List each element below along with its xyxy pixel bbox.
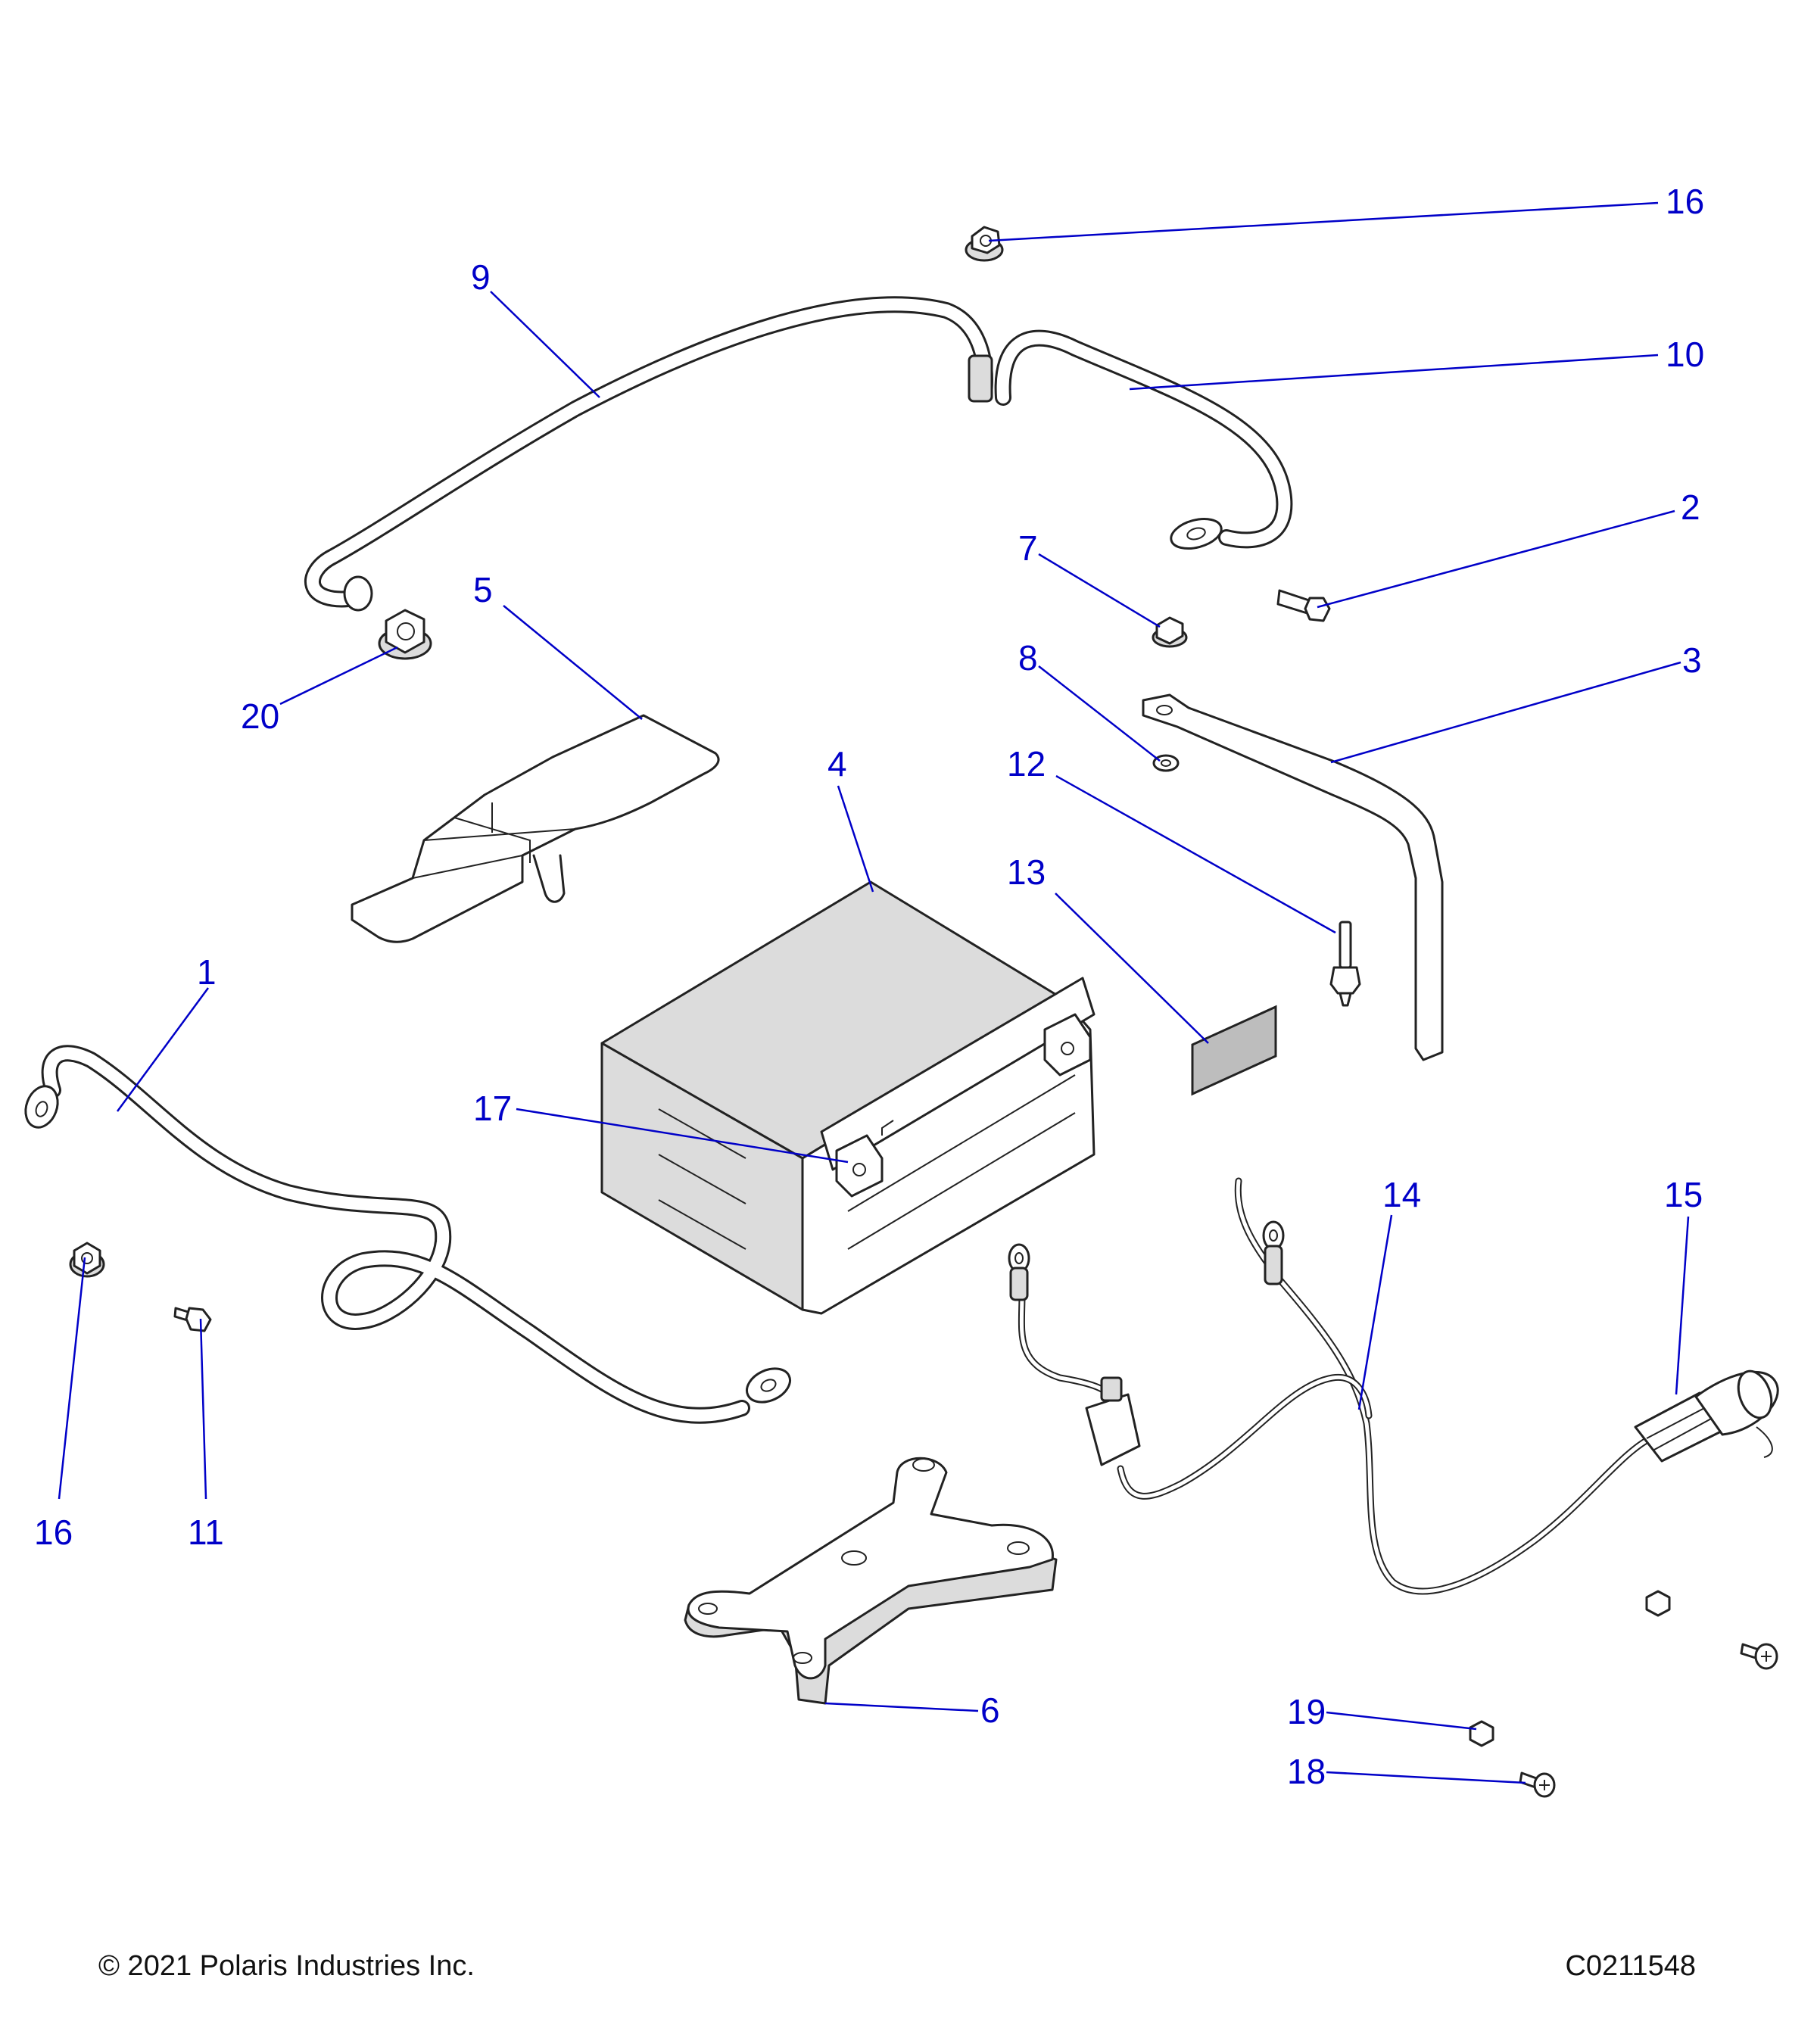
part-19-nut <box>1469 1720 1494 1747</box>
callout-19: 19 <box>1287 1692 1326 1731</box>
part-12-stud <box>1329 921 1361 1007</box>
callout-18: 18 <box>1287 1752 1326 1791</box>
callout-14: 14 <box>1382 1175 1421 1214</box>
part-16-nut-top <box>965 226 1004 262</box>
drawing-number: C0211548 <box>1565 1950 1696 1982</box>
hardware-screw-right <box>1740 1643 1778 1670</box>
part-3-hold-down-strap <box>1142 693 1444 1061</box>
callout-labels: 16 9 10 2 7 5 20 8 3 4 12 13 1 17 14 15 … <box>34 182 1704 1791</box>
part-14-wiring-harness <box>1008 1177 1654 1595</box>
callout-13: 13 <box>1007 852 1046 892</box>
callout-4: 4 <box>827 744 847 784</box>
callout-10: 10 <box>1666 335 1704 374</box>
callout-9: 9 <box>471 257 491 297</box>
part-15-power-outlet <box>1634 1369 1779 1463</box>
callout-3: 3 <box>1682 640 1702 680</box>
callout-17: 17 <box>473 1089 512 1128</box>
part-10-battery-cable <box>994 329 1293 550</box>
part-18-screw <box>1519 1771 1556 1798</box>
part-20-flange-nut <box>378 609 432 660</box>
callout-6: 6 <box>980 1690 1000 1730</box>
callout-7: 7 <box>1018 528 1038 568</box>
part-7-nut <box>1152 616 1188 648</box>
callout-15: 15 <box>1664 1175 1703 1214</box>
callout-12: 12 <box>1007 744 1046 784</box>
part-1-battery-cable <box>24 1045 791 1424</box>
leader-lines <box>58 201 1690 1784</box>
part-13-pad <box>1191 1005 1277 1096</box>
part-6-battery-tray <box>684 1457 1058 1705</box>
callout-11: 11 <box>188 1513 224 1552</box>
callout-8: 8 <box>1018 638 1038 678</box>
part-16-nut-left <box>69 1242 105 1278</box>
callout-1: 1 <box>197 952 217 992</box>
hardware-nut-right <box>1645 1590 1671 1617</box>
callout-20: 20 <box>241 696 279 736</box>
part-5-cover-plate <box>351 714 720 943</box>
callout-16-left: 16 <box>34 1513 73 1552</box>
callout-16-top: 16 <box>1666 182 1704 221</box>
copyright-text: © 2021 Polaris Industries Inc. <box>98 1950 475 1982</box>
part-9-battery-cable <box>304 296 993 612</box>
callout-5: 5 <box>473 570 493 609</box>
part-8-washer <box>1152 754 1180 772</box>
part-2-bolt <box>1276 589 1331 622</box>
callout-2: 2 <box>1681 488 1700 527</box>
part-11-bolt <box>173 1307 212 1332</box>
part-4-battery <box>600 880 1095 1315</box>
